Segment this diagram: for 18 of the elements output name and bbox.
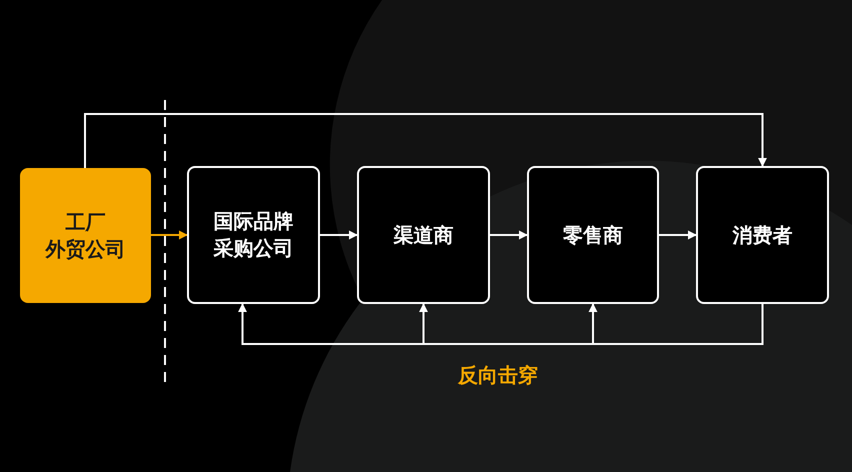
node-text: 国际品牌采购公司	[212, 208, 294, 262]
node-text: 渠道商	[394, 222, 454, 248]
arrow	[659, 230, 697, 240]
arrow	[588, 303, 764, 345]
arrow	[490, 230, 528, 240]
process-box	[527, 166, 659, 304]
highlight-box	[20, 168, 151, 303]
process-box	[187, 166, 320, 304]
arrow	[320, 230, 358, 240]
caption-text: 反向击穿	[458, 362, 538, 389]
node-text: 消费者	[732, 222, 792, 248]
node-text: 外贸公司	[46, 236, 126, 262]
node-text: 零售商	[563, 222, 623, 248]
arrow	[84, 113, 767, 168]
arrow	[151, 230, 188, 240]
process-box	[357, 166, 490, 304]
node-text: 工厂	[66, 208, 106, 236]
process-box	[696, 166, 829, 304]
